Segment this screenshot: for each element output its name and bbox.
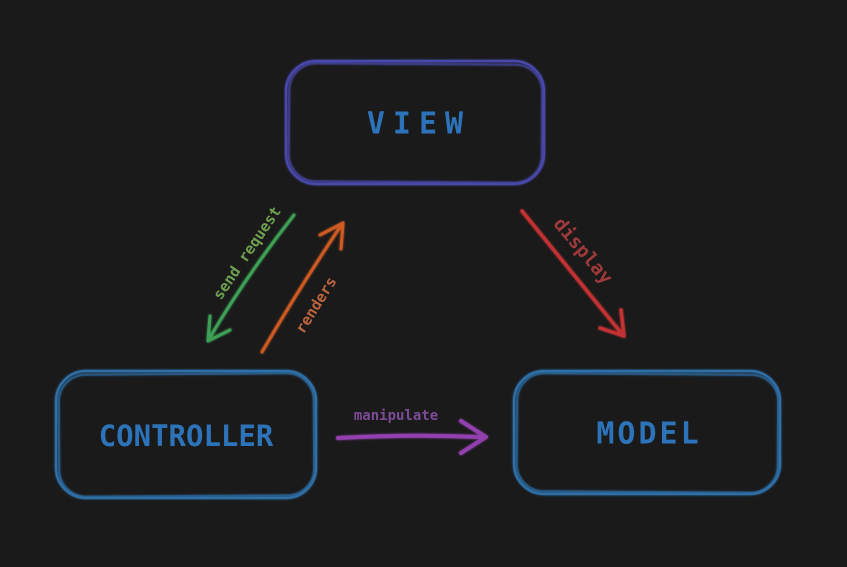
arrow-send-request-shaft [207, 213, 296, 341]
node-model-border [512, 369, 782, 496]
arrow-renders-label: renders [292, 273, 341, 336]
node-controller-border [54, 369, 318, 500]
arrow-manipulate-label: manipulate [354, 408, 438, 424]
arrow-manipulate-shaft [336, 433, 482, 440]
node-model [512, 369, 782, 496]
arrow-send-request-label: send request [209, 203, 285, 303]
node-model-border-sketch [515, 372, 780, 494]
arrow-send-request [206, 213, 296, 343]
arrow-display [520, 209, 626, 338]
arrow-send-request-head [206, 314, 232, 343]
arrow-display-head [598, 308, 626, 338]
node-controller-border-sketch [57, 372, 316, 498]
arrow-manipulate-head [459, 419, 488, 455]
arrow-manipulate [336, 419, 488, 455]
node-view-label: VIEW [367, 107, 471, 142]
arrow-renders-shaft [260, 222, 344, 354]
node-model-label: MODEL [596, 417, 701, 452]
node-controller-label: CONTROLLER [99, 419, 274, 453]
arrow-renders-head [318, 221, 345, 251]
arrow-renders [260, 221, 345, 354]
node-controller [54, 369, 318, 500]
node-view-border-sketch [287, 62, 544, 184]
node-view-border [284, 59, 546, 186]
arrow-display-label: display [549, 213, 617, 288]
node-view [284, 59, 546, 186]
arrow-display-shaft [520, 209, 624, 336]
